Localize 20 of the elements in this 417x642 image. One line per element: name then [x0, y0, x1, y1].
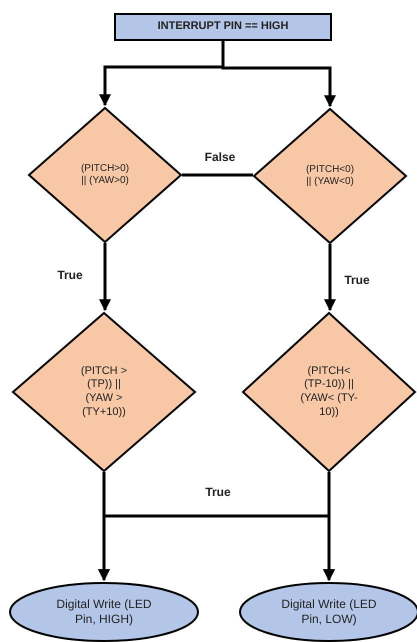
node-text: INTERRUPT PIN == HIGH: [158, 20, 288, 34]
edge-label: False: [202, 150, 238, 164]
arrow: [324, 244, 336, 312]
process-box: [114, 13, 332, 41]
connector-line: [182, 174, 253, 176]
node-text: (PITCH > (TP)) || (YAW > (TY+10)): [80, 364, 128, 420]
decision-diamond: [12, 312, 196, 472]
node-text: (PITCH<0) || (YAW<0): [304, 164, 356, 188]
decision-diamond: [253, 108, 407, 244]
decision-diamond: [242, 312, 416, 472]
node-text: Digital Write (LED Pin, LOW): [280, 597, 378, 627]
node-text: (PITCH>0) || (YAW>0): [80, 162, 130, 188]
edge-label: True: [55, 268, 85, 282]
edge-label: True: [203, 485, 233, 499]
node-text: (PITCH< (TP-10)) || (YAW< (TY-10)): [299, 364, 359, 420]
edge-label: True: [342, 273, 372, 287]
node-text: Digital Write (LED Pin, HIGH): [55, 597, 153, 627]
arrow: [99, 243, 111, 312]
terminal-ellipse: [9, 582, 199, 642]
decision-diamond: [28, 107, 182, 243]
